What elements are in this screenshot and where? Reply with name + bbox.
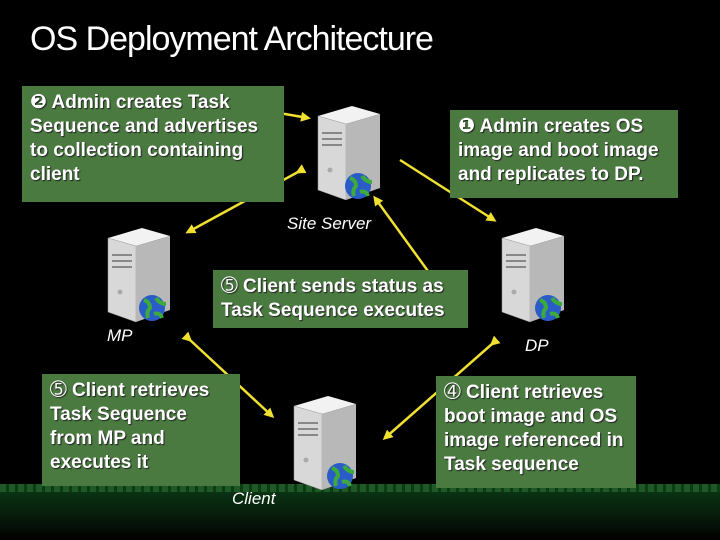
- client-server-icon: [293, 396, 356, 491]
- step-2-text: Admin creates Task Sequence and advertis…: [30, 92, 259, 185]
- dp-label: DP: [525, 336, 549, 355]
- step-2-number: ❷: [30, 91, 47, 113]
- arrow-site-to-dp: [399, 158, 497, 222]
- band-stripe: [0, 484, 720, 492]
- globe-icon: [139, 295, 167, 321]
- page-title: OS Deployment Architecture: [30, 20, 434, 58]
- step-5-number: ➄: [221, 275, 238, 297]
- mp-label: MP: [107, 326, 133, 345]
- globe-icon: [345, 173, 373, 199]
- dp-server-icon: [501, 228, 564, 323]
- step-3-box: ➄ Client retrieves Task Sequence from MP…: [42, 374, 240, 486]
- step-1-number: ❶: [458, 115, 475, 137]
- client-label: Client: [232, 489, 276, 508]
- step-4-number: ➃: [444, 381, 461, 403]
- site-server-label: Site Server: [287, 214, 372, 233]
- step-5-text: Client sends status as Task Sequence exe…: [221, 276, 445, 321]
- step-3-number: ➄: [50, 379, 67, 401]
- step-4-box: ➃ Client retrieves boot image and OS ima…: [436, 376, 636, 488]
- step-1-box: ❶ Admin creates OS image and boot image …: [450, 110, 678, 198]
- bottom-band: [0, 484, 720, 540]
- site-server-icon: [317, 106, 380, 201]
- globe-icon: [535, 295, 563, 321]
- step-2-box: ❷ Admin creates Task Sequence and advert…: [22, 86, 284, 202]
- step-4-text: Client retrieves boot image and OS image…: [444, 382, 624, 475]
- step-1-text: Admin creates OS image and boot image an…: [458, 116, 659, 185]
- step-5-status-box: ➄ Client sends status as Task Sequence e…: [213, 270, 468, 328]
- globe-icon: [327, 463, 355, 489]
- mp-server-icon: [107, 228, 170, 323]
- step-3-text: Client retrieves Task Sequence from MP a…: [50, 380, 210, 473]
